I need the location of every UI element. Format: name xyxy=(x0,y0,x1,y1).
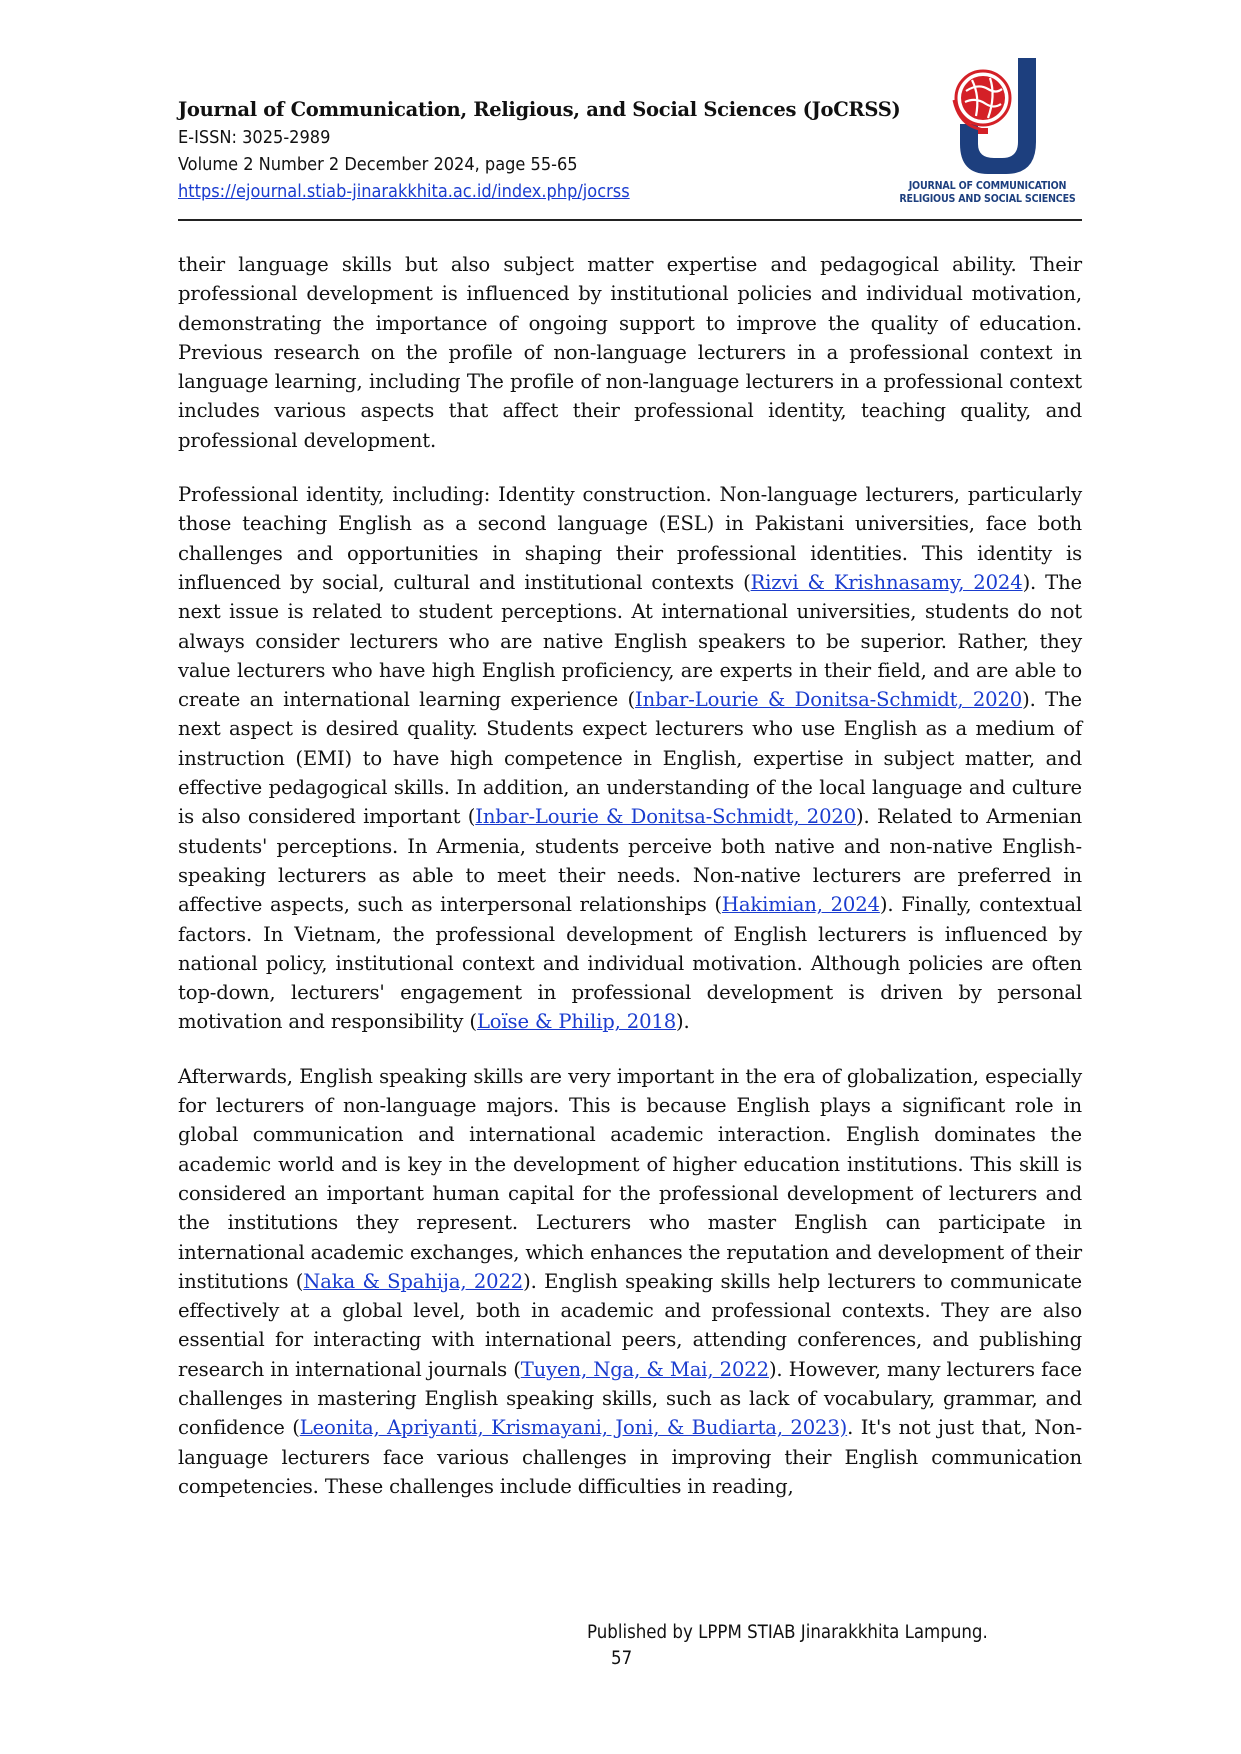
paragraph-text: ). The next aspect is desired quality. S… xyxy=(178,688,1082,829)
paragraph-text: ). English speaking skills help lecturer… xyxy=(178,1269,1083,1381)
citation-link[interactable]: Rizvi & Krishnasamy, 2024 xyxy=(750,570,1023,594)
citation-link[interactable]: Leonita, Apriyanti, Krismayani, Joni, & … xyxy=(299,1416,848,1440)
citation-link[interactable]: Inbar-Lourie & Donitsa-Schmidt, 2020 xyxy=(475,805,857,829)
paragraph-text: ). Related to Armenian students' percept… xyxy=(178,805,1082,917)
paragraph-text: ). xyxy=(676,1010,690,1034)
citation-link[interactable]: Inbar-Lourie & Donitsa-Schmidt, 2020 xyxy=(635,688,1023,712)
logo-caption-line2: RELIGIOUS AND SOCIAL SCIENCES xyxy=(899,193,1076,205)
body-paragraph: Professional identity, including: Identi… xyxy=(178,480,1082,1037)
body-paragraph: Afterwards, English speaking skills are … xyxy=(178,1062,1082,1501)
issn: E-ISSN: 3025-2989 xyxy=(178,127,331,148)
body-paragraph: their language skills but also subject m… xyxy=(178,250,1082,455)
journal-title: Journal of Communication, Religious, and… xyxy=(178,98,901,121)
paragraph-text: . It's not just that, Non-language lectu… xyxy=(178,1416,1082,1498)
volume-info: Volume 2 Number 2 December 2024, page 55… xyxy=(178,154,578,175)
page-footer: Published by LPPM STIAB Jinarakkhita Lam… xyxy=(587,1620,1067,1672)
journal-header: Journal of Communication, Religious, and… xyxy=(178,96,1078,222)
journal-url-link[interactable]: https://ejournal.stiab-jinarakkhita.ac.i… xyxy=(178,181,630,202)
paragraph-text: Professional identity, including: Identi… xyxy=(178,483,1082,594)
header-divider xyxy=(178,219,1082,221)
citation-link[interactable]: Loïse & Philip, 2018 xyxy=(476,1010,677,1034)
page-number: 57 xyxy=(611,1648,633,1669)
globe-j-logo-icon xyxy=(952,58,1036,174)
paragraph-text: ). However, many lecturers face challeng… xyxy=(178,1357,1082,1440)
citation-link[interactable]: Tuyen, Nga, & Mai, 2022 xyxy=(520,1357,769,1381)
citation-link[interactable]: Hakimian, 2024 xyxy=(721,893,880,917)
paragraph-text: their language skills but also subject m… xyxy=(178,253,1082,452)
citation-link[interactable]: Naka & Spahija, 2022 xyxy=(303,1269,524,1293)
publisher-note: Published by LPPM STIAB Jinarakkhita Lam… xyxy=(587,1622,988,1643)
paragraph-text: ). Finally, contextual factors. In Vietn… xyxy=(178,893,1082,1034)
article-body: their language skills but also subject m… xyxy=(178,250,1082,1526)
paragraph-text: ). The next issue is related to student … xyxy=(178,570,1082,712)
journal-logo: JOURNAL OF COMMUNICATION RELIGIOUS AND S… xyxy=(890,56,1085,206)
paragraph-text: Afterwards, English speaking skills are … xyxy=(178,1064,1082,1293)
logo-caption-line1: JOURNAL OF COMMUNICATION xyxy=(908,180,1067,192)
